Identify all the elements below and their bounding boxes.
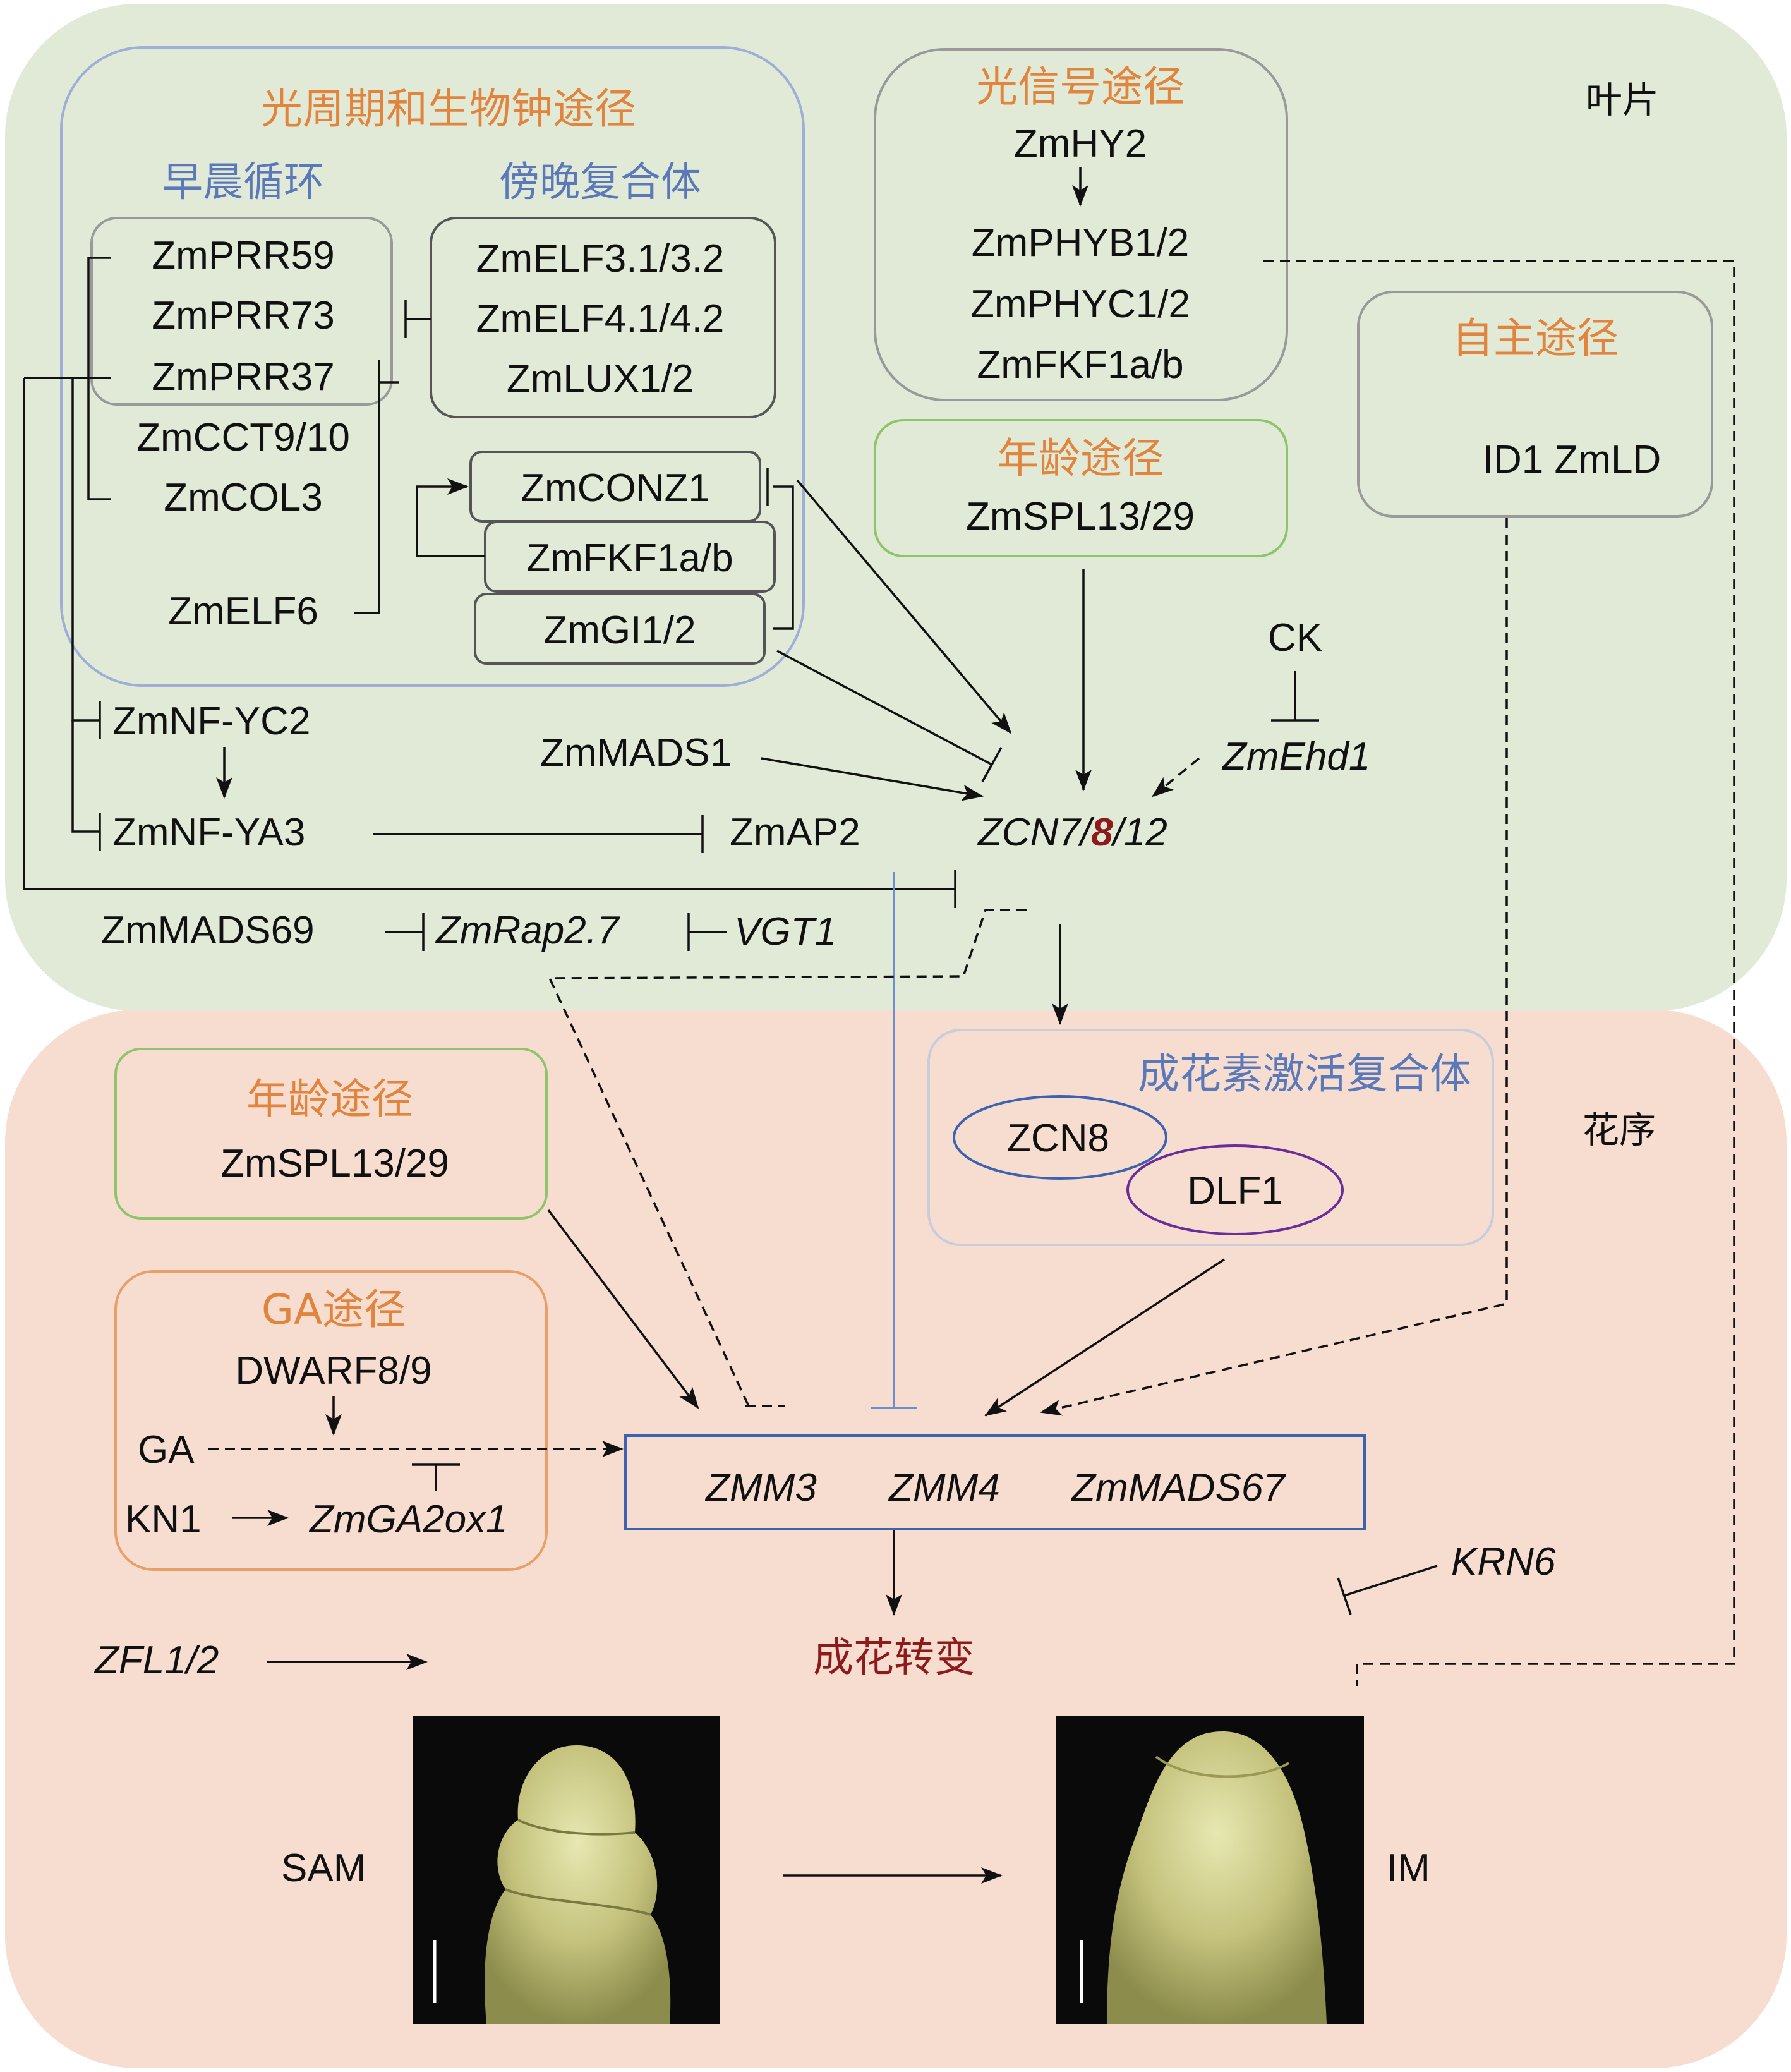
- gene-id1-zmld: ID1 ZmLD: [1483, 438, 1661, 482]
- gene-zmga2ox1: ZmGA2ox1: [308, 1498, 508, 1541]
- evening-complex-box: [430, 217, 776, 418]
- gene-zmlux: ZmLUX1/2: [507, 357, 694, 401]
- gene-dlf1: DLF1: [1187, 1169, 1283, 1213]
- age-pathway-inflo-box: [114, 1048, 548, 1220]
- sam-micrograph: [413, 1716, 720, 2024]
- gene-zmm3: ZMM3: [704, 1466, 817, 1510]
- gene-zmmads69: ZmMADS69: [101, 909, 315, 952]
- gene-ck: CK: [1268, 616, 1322, 660]
- light-pathway-box: [874, 48, 1288, 401]
- evening-complex-title: 傍晚复合体: [499, 159, 701, 206]
- label-sam: SAM: [281, 1846, 366, 1890]
- gene-zmfkf1-light: ZmFKF1a/b: [977, 343, 1183, 387]
- gene-kn1: KN1: [125, 1498, 202, 1541]
- zcn-suffix: /12: [1111, 811, 1167, 854]
- leaf-connectors: [373, 479, 1319, 1025]
- prr-box: [90, 217, 393, 406]
- gene-zmelf4: ZmELF4.1/4.2: [476, 297, 725, 341]
- gene-zmelf6: ZmELF6: [168, 590, 318, 633]
- gene-zmnf-ya3: ZmNF-YA3: [112, 811, 305, 854]
- gi-box: [474, 593, 766, 665]
- ga-connectors: [232, 1396, 460, 1526]
- gene-zmcol3: ZmCOL3: [164, 476, 322, 519]
- gene-zmmads1: ZmMADS1: [540, 731, 732, 775]
- label-im: IM: [1387, 1846, 1430, 1890]
- florigen-complex-box: [927, 1029, 1494, 1246]
- gene-zmphyc: ZmPHYC1/2: [970, 282, 1190, 326]
- prr-inhibition-lines: [23, 377, 956, 908]
- dlf1-ellipse: [1126, 1144, 1344, 1235]
- gene-zmnf-yc2: ZmNF-YC2: [112, 700, 310, 743]
- gene-zmm4: ZMM4: [888, 1466, 1000, 1510]
- gene-zmfkf1-clock: ZmFKF1a/b: [526, 536, 733, 580]
- gene-zmehd1: ZmEhd1: [1221, 735, 1370, 779]
- photoperiod-pathway-box: [60, 46, 805, 687]
- target-connectors: [267, 1209, 1438, 1884]
- age-pathway-leaf-box: [874, 419, 1288, 557]
- gene-zfl1-2: ZFL1/2: [93, 1639, 219, 1682]
- zcn-blue-inhibition: [871, 872, 917, 1409]
- gene-zmprr37: ZmPRR37: [152, 355, 334, 399]
- gene-zmhy2: ZmHY2: [1014, 122, 1147, 166]
- age-pathway-leaf-title: 年龄途径: [997, 434, 1164, 483]
- leaf-dashed-connectors: [1152, 757, 1200, 797]
- target-genes-box: [624, 1434, 1366, 1530]
- gene-zmconz1: ZmCONZ1: [521, 466, 710, 510]
- gene-zmprr59: ZmPRR59: [152, 234, 334, 277]
- gene-zmspl-leaf: ZmSPL13/29: [966, 495, 1195, 538]
- zcn-prefix: ZCN7/: [977, 811, 1095, 854]
- leaf-region: [5, 4, 1787, 1011]
- gene-zmrap27: ZmRap2.7: [435, 909, 620, 952]
- autonomous-pathway-box: [1357, 291, 1713, 518]
- zcn8-ellipse: [953, 1095, 1167, 1180]
- leaf-region-label: 叶片: [1586, 78, 1659, 121]
- gene-dwarf8-9: DWARF8/9: [235, 1349, 431, 1393]
- gene-zmcct9-10: ZmCCT9/10: [136, 416, 350, 459]
- gene-zmelf3: ZmELF3.1/3.2: [476, 237, 725, 281]
- age-pathway-inflo-title: 年龄途径: [246, 1075, 413, 1124]
- inflorescence-region-label: 花序: [1583, 1108, 1656, 1151]
- floral-transition-label: 成花转变: [813, 1635, 975, 1681]
- gene-zmap2: ZmAP2: [730, 811, 860, 854]
- light-pathway-title: 光信号途径: [976, 63, 1185, 111]
- ga-pathway-title: GA途径: [262, 1285, 406, 1334]
- photoperiod-pathway-title: 光周期和生物钟途径: [261, 85, 636, 133]
- dashed-routes: [548, 260, 1735, 1686]
- gene-zmspl-inflo: ZmSPL13/29: [220, 1142, 449, 1185]
- autonomous-pathway-title: 自主途径: [1452, 314, 1619, 363]
- gene-ga: GA: [138, 1428, 195, 1472]
- ga-pathway-box: [114, 1270, 548, 1571]
- im-micrograph: [1056, 1716, 1364, 2024]
- gene-zcn8: ZCN8: [1007, 1117, 1109, 1160]
- florigen-complex-title: 成花素激活复合体: [1138, 1050, 1471, 1098]
- gene-zmgi: ZmGI1/2: [543, 609, 696, 652]
- gene-vgt1: VGT1: [734, 910, 836, 954]
- gene-zmphyb: ZmPHYB1/2: [972, 221, 1190, 265]
- zcn8-highlight: 8: [1091, 811, 1113, 854]
- morning-loop-title: 早晨循环: [162, 159, 324, 206]
- gene-krn6: KRN6: [1451, 1540, 1556, 1584]
- gene-zmprr73: ZmPRR73: [152, 294, 334, 337]
- gene-zmmads67: ZmMADS67: [1070, 1466, 1286, 1510]
- gene-zcn7-8-12: ZCN7/8/12: [977, 811, 1167, 854]
